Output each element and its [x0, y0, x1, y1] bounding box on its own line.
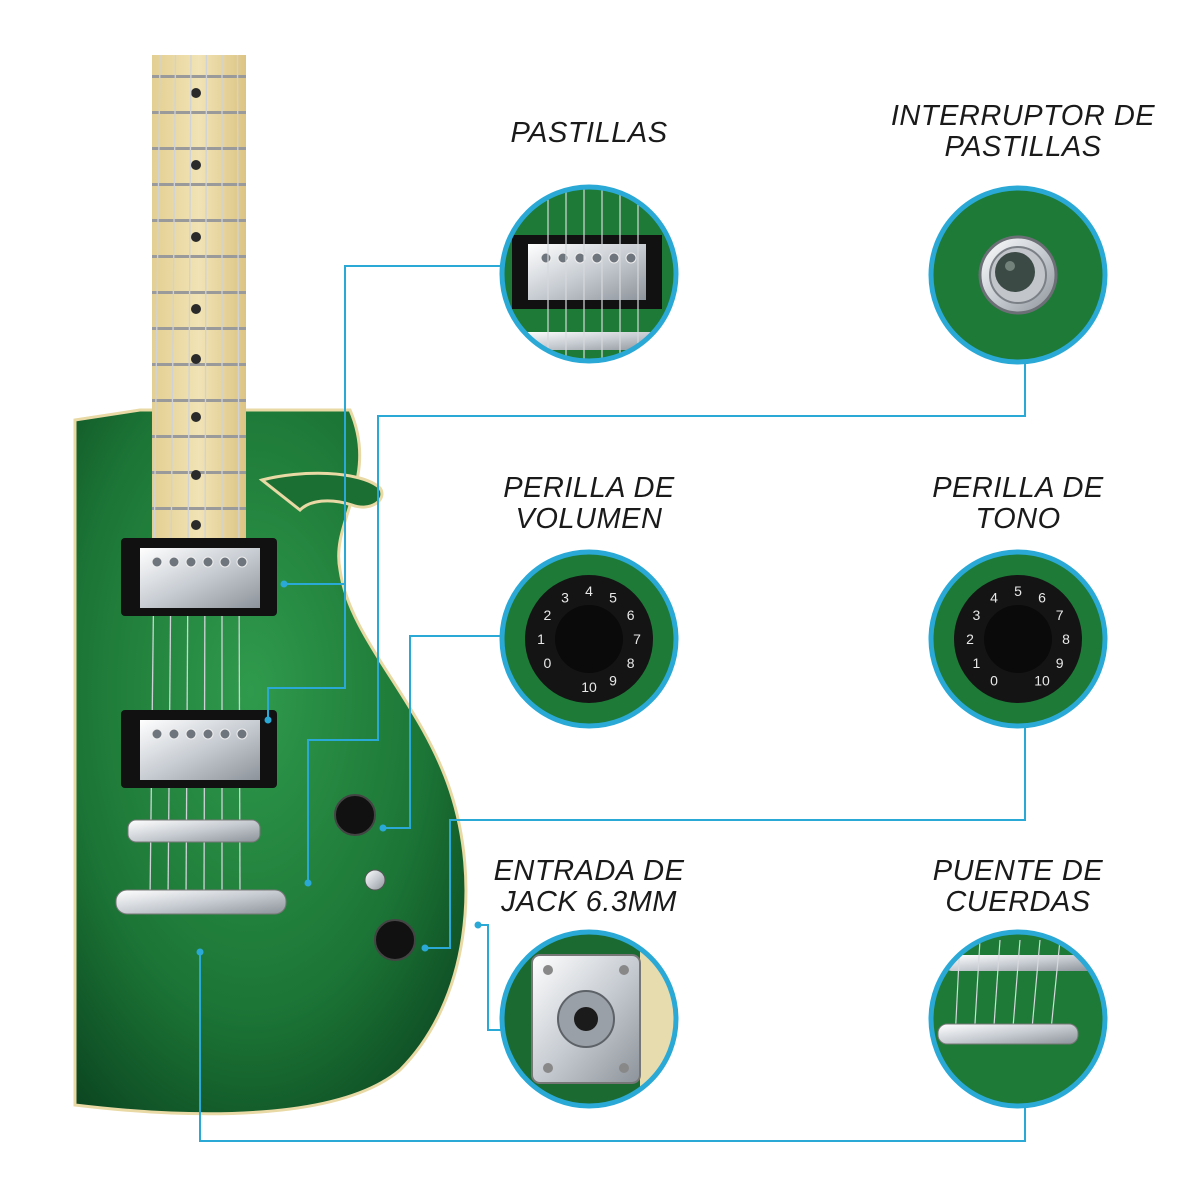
knob-number: 2 — [544, 607, 552, 623]
pole-piece — [202, 728, 214, 740]
pole-piece — [540, 252, 552, 264]
string — [992, 939, 1001, 1041]
label-volumen: PERILLA DE VOLUMEN — [503, 472, 675, 535]
connector-lines — [196, 265, 1026, 1142]
guitar-cutaway-horn — [258, 471, 384, 513]
knob-number: 3 — [973, 607, 981, 623]
knob-number: 10 — [1034, 673, 1050, 689]
fret-wire — [152, 75, 246, 78]
knob-number: 8 — [627, 655, 635, 671]
stop-tailpiece — [115, 889, 287, 915]
label-puente: PUENTE DE CUERDAS — [932, 855, 1104, 918]
fret-inlay — [191, 232, 201, 242]
jack-input-closeup-icon — [499, 929, 679, 1109]
toggle-switch-closeup-icon — [928, 185, 1108, 365]
pole-piece — [574, 252, 586, 264]
fret-inlay — [191, 470, 201, 480]
fret-inlay — [191, 304, 201, 314]
fret-wire — [152, 183, 246, 186]
neck-pickup — [121, 538, 277, 616]
fret-inlays — [191, 88, 201, 530]
fret-wire — [152, 435, 246, 438]
fret-wire — [152, 507, 246, 510]
pole-piece — [185, 728, 197, 740]
knob-number: 1 — [537, 631, 545, 647]
fret-wire — [152, 219, 246, 222]
connector-volumen — [383, 635, 503, 829]
connector-interruptor — [307, 360, 1026, 883]
fret-wire — [152, 399, 246, 402]
bridge-closeup-icon — [928, 929, 1108, 1109]
knob-number: 0 — [990, 673, 998, 689]
string — [1049, 939, 1061, 1041]
knob-number: 10 — [581, 679, 597, 695]
knob-number: 9 — [609, 673, 617, 689]
fret-wire — [152, 111, 246, 114]
fretboard — [152, 55, 246, 545]
knob-number: 8 — [1062, 631, 1070, 647]
pole-piece — [625, 252, 637, 264]
fret-wire — [152, 255, 246, 258]
string — [1011, 939, 1021, 1041]
tune-o-matic-bridge — [127, 819, 261, 843]
pole-piece — [168, 556, 180, 568]
label-interruptor: INTERRUPTOR DE PASTILLAS — [890, 100, 1156, 163]
pole-piece — [236, 728, 248, 740]
knob-number: 7 — [633, 631, 641, 647]
connector-jack — [478, 924, 503, 1031]
connector-tono — [425, 725, 1026, 949]
fret-wire — [152, 291, 246, 294]
fret-inlay — [191, 88, 201, 98]
fret-wire — [152, 363, 246, 366]
pole-piece — [219, 556, 231, 568]
connector-pastillas — [284, 265, 503, 585]
label-pastillas: PASTILLAS — [510, 117, 668, 149]
pole-piece — [185, 556, 197, 568]
body-tone-knob — [374, 919, 416, 961]
pole-piece — [168, 728, 180, 740]
pole-piece — [608, 252, 620, 264]
fret-inlay — [191, 354, 201, 364]
bridge-pickup — [121, 710, 277, 788]
connector-pastillas-bridge — [267, 584, 346, 720]
guitar — [73, 54, 468, 1116]
pole-piece — [151, 728, 163, 740]
knob-number: 5 — [1014, 583, 1022, 599]
knob-number: 0 — [544, 655, 552, 671]
knob-number: 4 — [585, 583, 593, 599]
fret-wire — [152, 327, 246, 330]
fret-inlay — [191, 160, 201, 170]
pole-piece — [591, 252, 603, 264]
knob-number: 4 — [990, 589, 998, 605]
label-jack: ENTRADA DE JACK 6.3MM — [493, 855, 685, 918]
label-tono: PERILLA DE TONO — [932, 472, 1104, 535]
body-toggle-switch — [364, 869, 386, 891]
fret-inlay — [191, 520, 201, 530]
string — [973, 939, 981, 1041]
knob-number: 2 — [966, 631, 974, 647]
knob-number: 9 — [1056, 655, 1064, 671]
pole-piece — [151, 556, 163, 568]
pole-piece — [236, 556, 248, 568]
connector-puente — [199, 952, 1026, 1142]
knob-number: 1 — [973, 655, 981, 671]
knob-number: 3 — [561, 589, 569, 605]
knob-number: 5 — [609, 589, 617, 605]
string — [1030, 939, 1041, 1041]
fret-inlay — [191, 412, 201, 422]
fret-wire — [152, 147, 246, 150]
pole-piece — [219, 728, 231, 740]
knob-number: 6 — [1038, 589, 1046, 605]
knob-number: 7 — [1056, 607, 1064, 623]
knob-number: 6 — [627, 607, 635, 623]
pickup-closeup-icon — [499, 184, 679, 364]
body-volume-knob — [334, 794, 376, 836]
pole-piece — [202, 556, 214, 568]
